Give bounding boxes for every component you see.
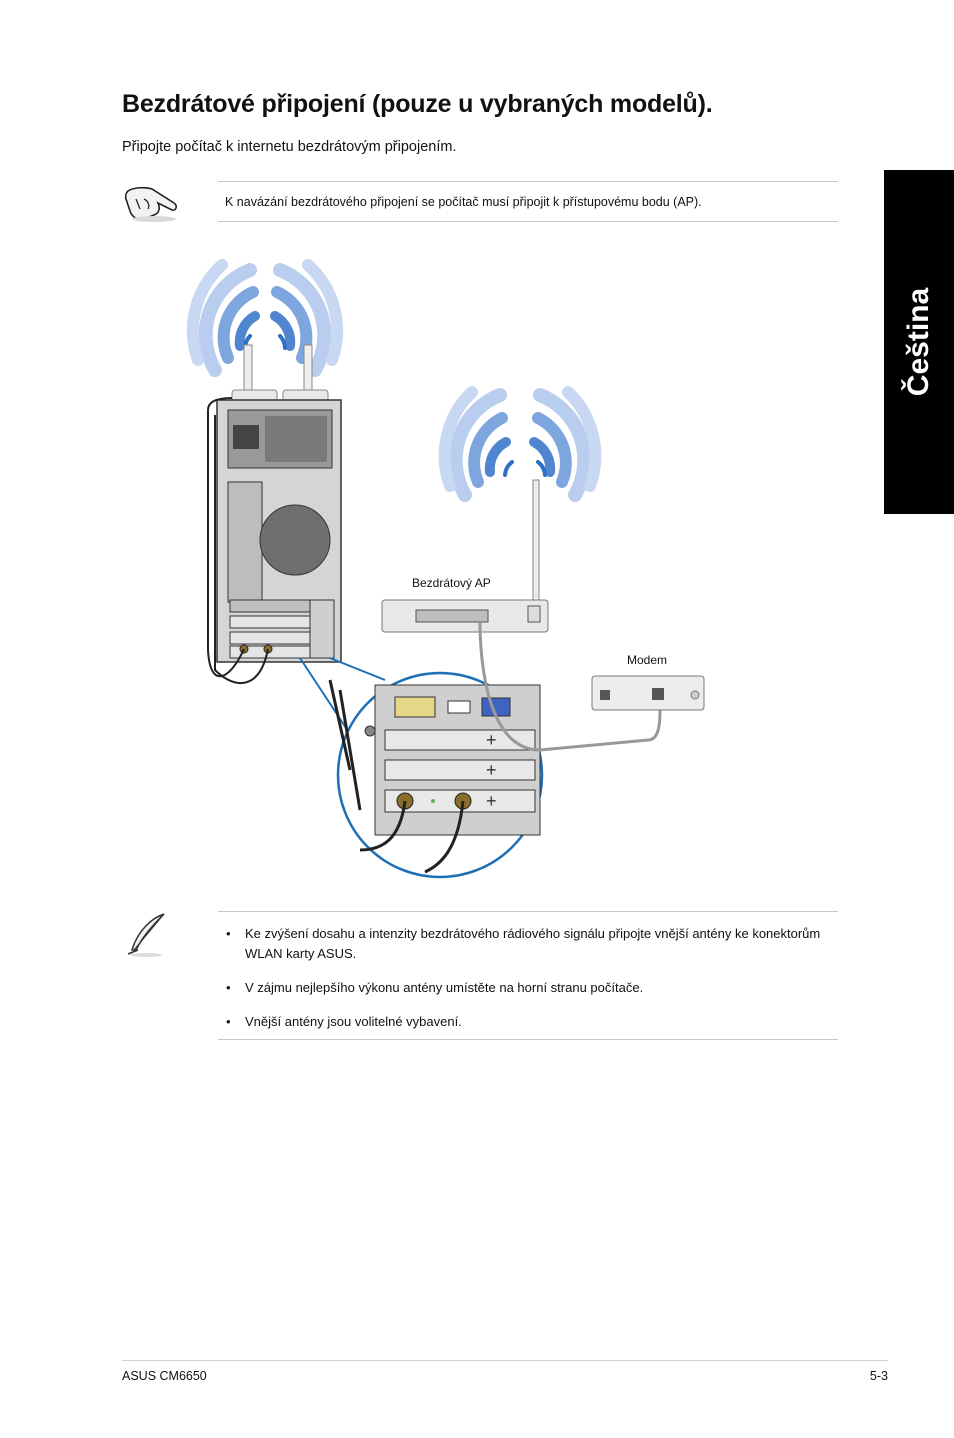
pc-antennas	[231, 344, 329, 403]
pc-wifi-waves	[186, 259, 344, 377]
notice-bottom-rule	[218, 221, 838, 222]
note-text: Vnější antény jsou volitelné vybavení.	[245, 1014, 462, 1029]
footer-page-number: 5-3	[869, 1369, 888, 1383]
bullet-icon: •	[226, 926, 231, 941]
modem	[591, 675, 705, 711]
pc-tower-rear	[216, 399, 342, 663]
note-text: Ke zvýšení dosahu a intenzity bezdrátové…	[245, 926, 821, 961]
svg-text:+: +	[486, 760, 497, 780]
note-item: • Ke zvýšení dosahu a intenzity bezdrátov…	[226, 924, 826, 964]
footer-rule	[122, 1360, 888, 1361]
ap-wifi-waves	[438, 386, 602, 502]
note-text: V zájmu nejlepšího výkonu antény umístět…	[245, 980, 644, 995]
zoom-callout: + + +	[299, 657, 544, 879]
bullet-icon: •	[226, 980, 231, 995]
notes-bottom-rule	[218, 1039, 838, 1040]
language-side-tab-label: Čeština	[902, 287, 935, 397]
modem-label: Modem	[627, 653, 668, 667]
notes-top-rule	[218, 911, 838, 912]
notes-list: • Ke zvýšení dosahu a intenzity bezdrátov…	[226, 924, 826, 1046]
intro-text: Připojte počítač k internetu bezdrátovým…	[122, 139, 457, 155]
note-item: • V zájmu nejlepšího výkonu antény umístě…	[226, 978, 826, 998]
pointing-hand-icon	[124, 186, 177, 222]
wireless-connection-diagram: + + +	[186, 259, 705, 879]
wireless-ap-router	[381, 479, 549, 633]
network-cables	[478, 621, 662, 752]
page-heading: Bezdrátové připojení (pouze u vybraných …	[122, 90, 713, 118]
language-side-tab: Čeština	[884, 170, 954, 514]
footer-model: ASUS CM6650	[122, 1369, 207, 1383]
svg-text:+: +	[486, 791, 497, 811]
ap-label: Bezdrátový AP	[412, 576, 491, 590]
notice-top-rule	[218, 181, 838, 182]
notice-text: K navázání bezdrátového připojení se poč…	[225, 195, 702, 209]
quill-feather-icon	[127, 913, 165, 957]
note-item: • Vnější antény jsou volitelné vybavení.	[226, 1012, 826, 1032]
antenna-cables	[207, 397, 269, 685]
bullet-icon: •	[226, 1014, 231, 1029]
svg-text:+: +	[486, 730, 497, 750]
